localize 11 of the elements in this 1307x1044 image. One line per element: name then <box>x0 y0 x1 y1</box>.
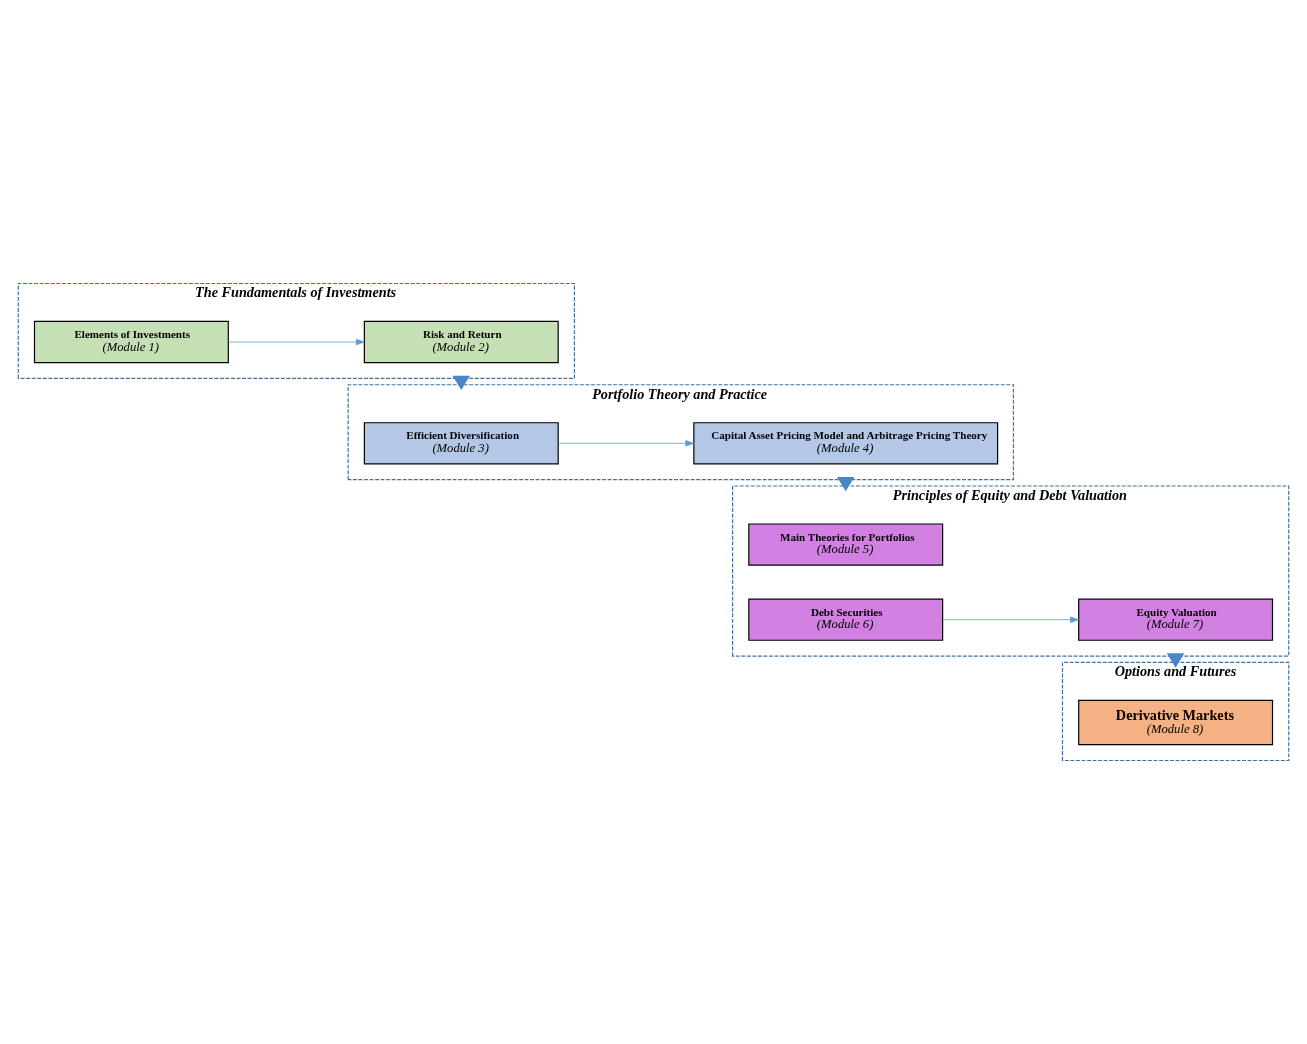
node-box: Debt Securities (Module 6) <box>748 598 944 641</box>
node-box: Elements of Investments (Module 1) <box>33 320 229 364</box>
node-box: Derivative Markets (Module 8) <box>1078 699 1274 746</box>
arrow <box>227 338 365 346</box>
node-box: Capital Asset Pricing Model and Arbitrage Pricing Theory (Module 4) <box>693 422 999 465</box>
node-box: Risk and Return (Module 2) <box>363 320 559 364</box>
arrow <box>942 616 1079 623</box>
node-box: Efficient Diversification (Module 3) <box>363 422 559 465</box>
node-box: Main Theories for Portfolios (Module 5) <box>748 523 944 566</box>
node-box: Equity Valuation (Module 7) <box>1078 598 1274 641</box>
arrow <box>558 440 695 447</box>
